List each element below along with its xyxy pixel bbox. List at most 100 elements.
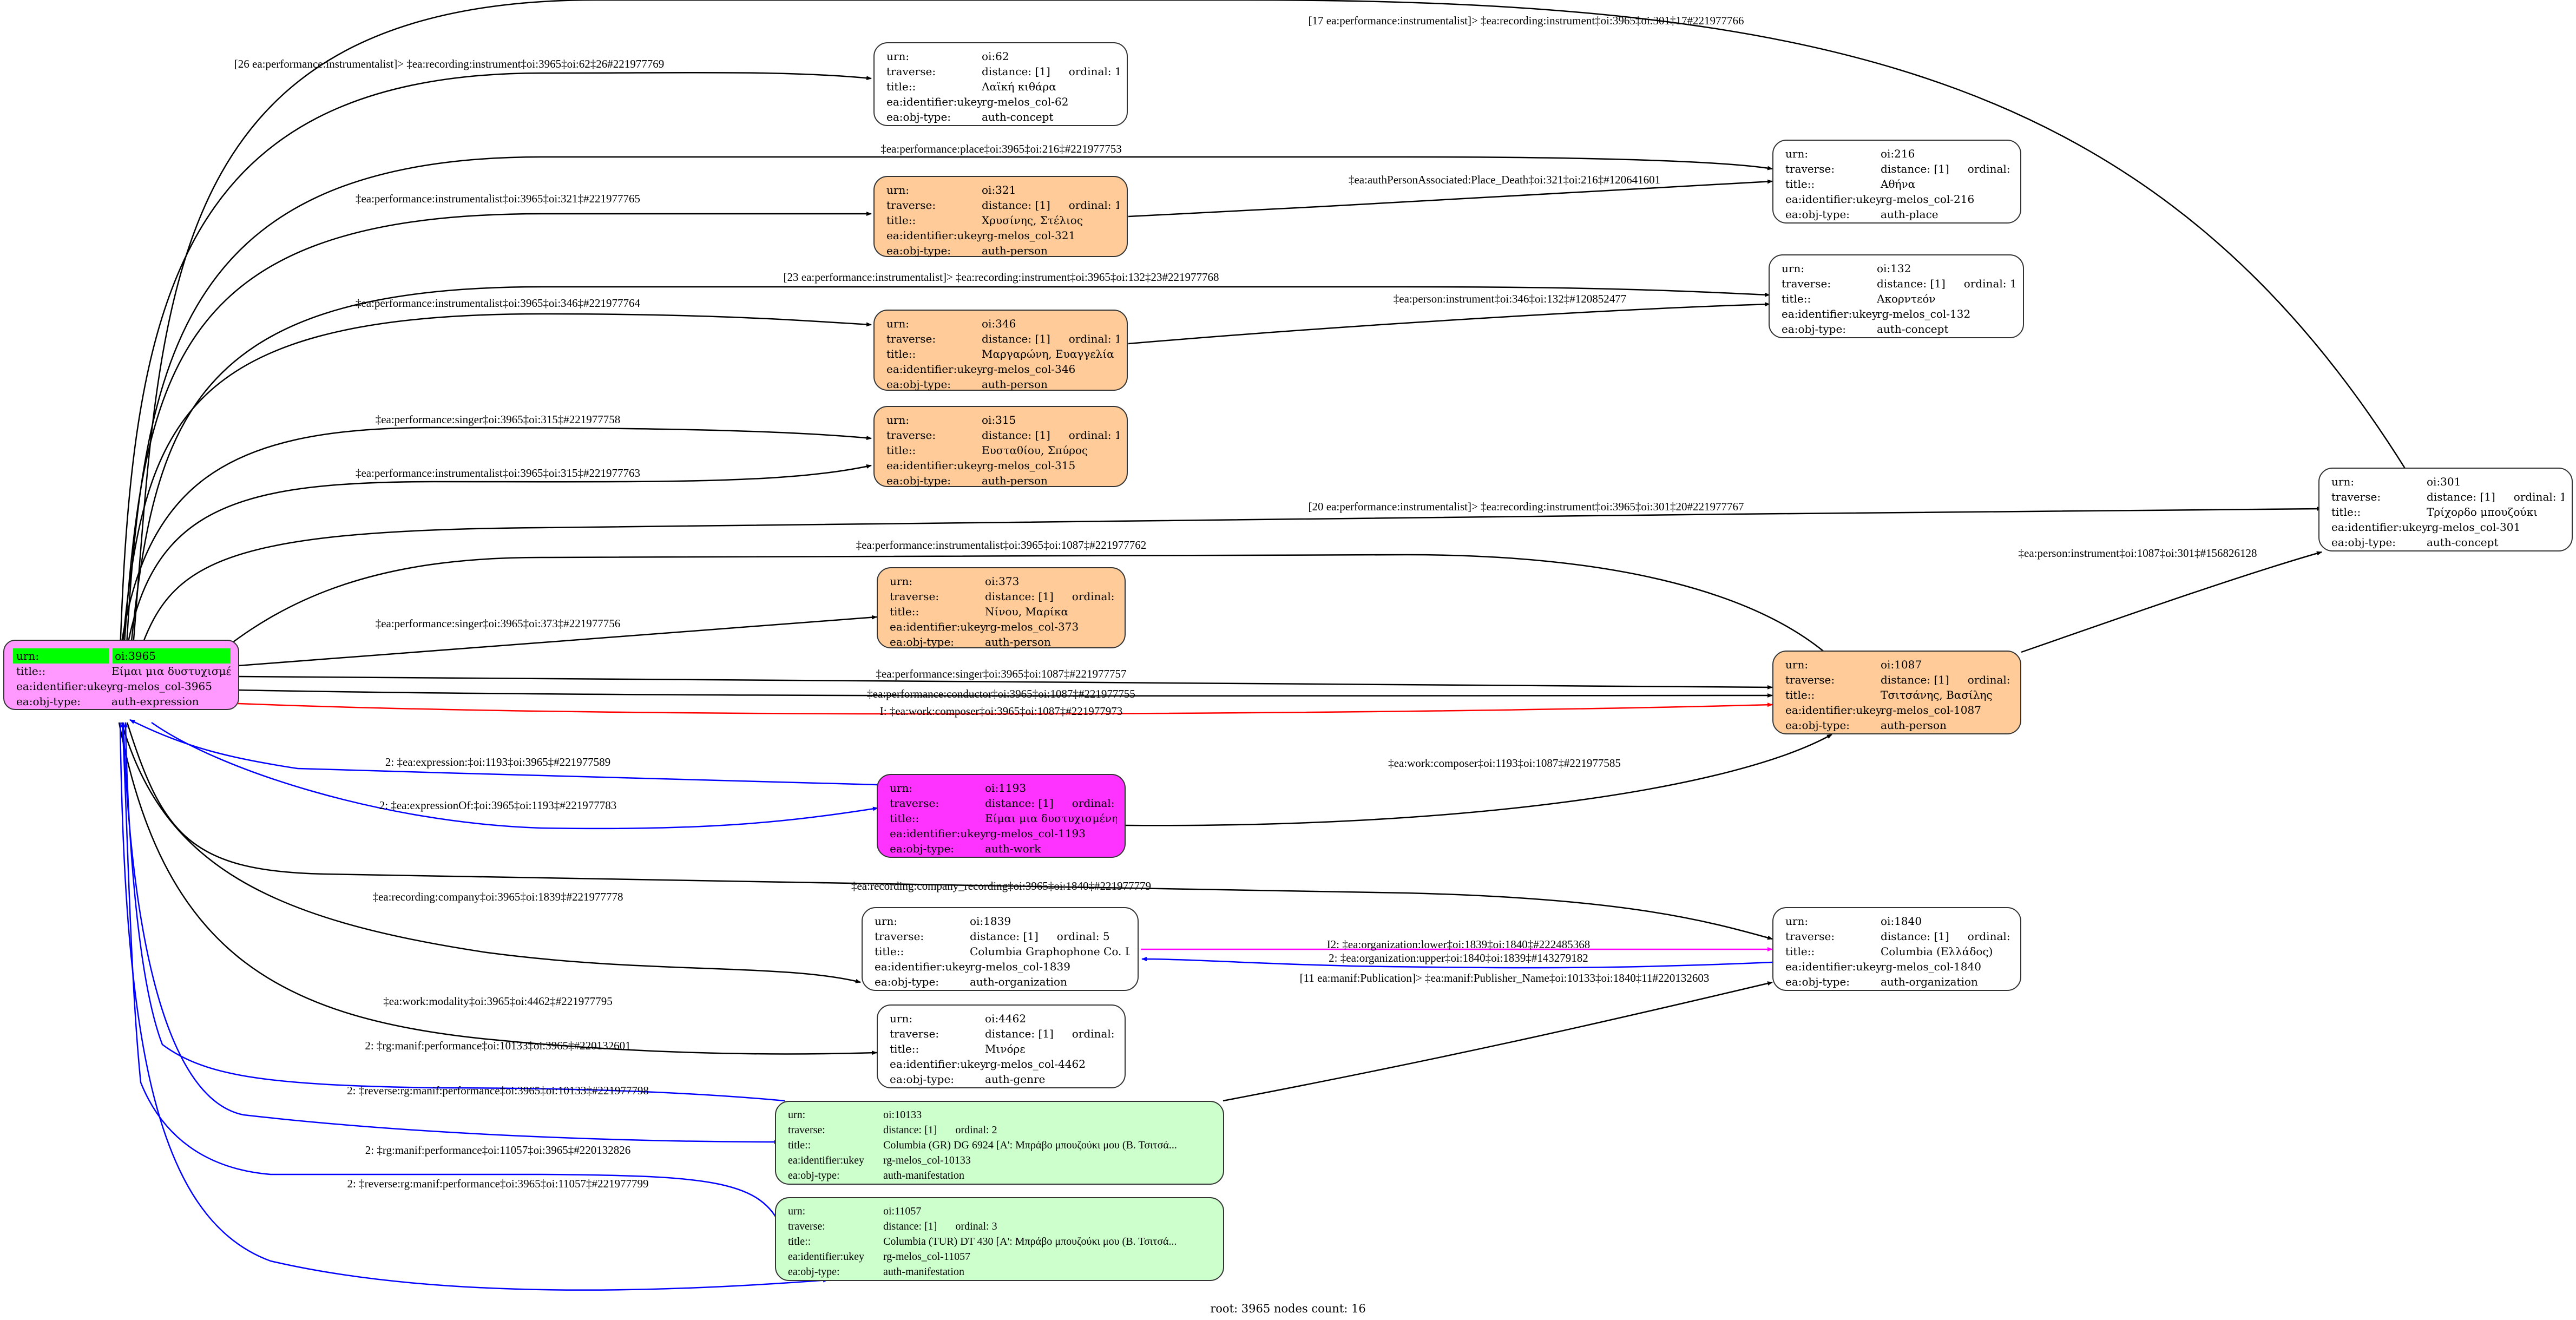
urn-text: oi:1087 xyxy=(1881,658,1922,671)
ukey-value: rg-melos_col-373 xyxy=(983,619,1117,634)
urn-text: oi:132 xyxy=(1877,262,1911,275)
edge-label: 2: ‡ea:expressionOf:‡oi:3965‡oi:1193‡#22… xyxy=(379,799,617,812)
title-value: Είμαι μια δυστυχισμένη xyxy=(983,811,1117,826)
urn-text: oi:1840 xyxy=(1881,915,1922,928)
traverse-row: traverse:distance: [1]ordinal: 10 xyxy=(883,428,1119,443)
ukey-text: rg-melos_col-3965 xyxy=(111,680,212,693)
objtype-text: auth-person xyxy=(985,635,1051,648)
urn-label: urn: xyxy=(890,575,913,588)
title-row: title::Χρυσίνης, Στέλιος xyxy=(883,213,1119,228)
title-row: title::Τρίχορδο μπουζούκι xyxy=(2328,504,2564,520)
title-value: Αθήνα xyxy=(1878,176,2013,192)
title-label: title:: xyxy=(1785,178,1815,191)
objtype-value: auth-concept xyxy=(1875,321,2015,337)
objtype-row: ea:obj-type:auth-organization xyxy=(1782,974,2013,989)
urn-text: oi:346 xyxy=(982,317,1016,330)
traverse-row: traverse:distance: [1]ordinal: 6 xyxy=(1782,161,2013,176)
title-value: Τρίχορδο μπουζούκι xyxy=(2424,504,2564,520)
objtype-label: ea:obj-type: xyxy=(875,975,939,988)
title-value: Columbia Graphophone Co. Ltd. xyxy=(968,944,1130,959)
urn-value: oi:132 xyxy=(1875,261,2015,276)
ukey-label: ea:identifier:ukey xyxy=(886,459,983,472)
edge-label: ‡ea:person:instrument‡oi:346‡oi:132‡#120… xyxy=(1393,292,1627,305)
objtype-value: auth-organization xyxy=(968,974,1130,989)
ukey-value: rg-melos_col-301 xyxy=(2424,520,2564,535)
objtype-row: ea:obj-type:auth-concept xyxy=(883,109,1119,124)
traverse-value: distance: [1]ordinal: 3 xyxy=(881,1219,1215,1234)
title-text: Αθήνα xyxy=(1881,178,1916,191)
traverse-row: traverse:distance: [1]ordinal: 2 xyxy=(785,1122,1215,1138)
ukey-text: rg-melos_col-4462 xyxy=(985,1058,1086,1071)
objtype-label: ea:obj-type: xyxy=(2331,536,2396,549)
urn-value: oi:11057 xyxy=(881,1204,1215,1219)
title-text: Είμαι μια δυστυχισμένη xyxy=(111,665,231,678)
edge-label: [20 ea:performance:instrumentalist]> ‡ea… xyxy=(1308,500,1744,513)
edge-3965-11057-reverse xyxy=(119,722,829,1291)
title-row: title::Ακορντεόν xyxy=(1778,291,2015,306)
traverse-text: distance: [1] xyxy=(985,1027,1054,1040)
edge-label: ‡ea:performance:singer‡oi:3965‡oi:1087‡#… xyxy=(876,667,1127,680)
title-text: Columbia Graphophone Co. Ltd. xyxy=(970,945,1130,958)
objtype-text: auth-manifestation xyxy=(883,1266,964,1278)
objtype-row: ea:obj-type:auth-concept xyxy=(2328,535,2564,550)
title-label: title:: xyxy=(788,1139,811,1151)
objtype-label: ea:obj-type: xyxy=(890,1073,955,1086)
traverse-value: distance: [1]ordinal: 8 xyxy=(983,1026,1117,1041)
traverse-row: traverse:distance: [1]ordinal: 9 xyxy=(886,589,1117,604)
ordinal-value: ordinal: 2 xyxy=(955,1124,997,1136)
edge-3965-1193-expressionOf xyxy=(151,721,878,830)
traverse-text: distance: [1] xyxy=(883,1124,937,1136)
objtype-label: ea:obj-type: xyxy=(1782,323,1846,336)
title-label: title:: xyxy=(788,1236,811,1247)
objtype-value: auth-genre xyxy=(983,1072,1117,1087)
objtype-row: ea:obj-type: auth-concept xyxy=(1778,321,2015,337)
traverse-text: distance: [1] xyxy=(982,332,1050,345)
objtype-row: ea:obj-type:auth-place xyxy=(1782,207,2013,222)
ukey-text: rg-melos_col-315 xyxy=(982,459,1076,472)
title-text: Μαργαρώνη, Ευαγγελία xyxy=(982,347,1114,360)
objtype-row: ea:obj-type:auth-manifestation xyxy=(785,1264,1215,1279)
objtype-label: ea:obj-type: xyxy=(1785,975,1850,988)
ukey-label: ea:identifier:ukey xyxy=(886,229,983,242)
objtype-label: ea:obj-type: xyxy=(886,244,951,257)
objtype-row: ea:obj-type:auth-person xyxy=(886,634,1117,649)
edge-label: ‡ea:performance:instrumentalist‡oi:3965‡… xyxy=(355,192,641,205)
objtype-text: auth-expression xyxy=(111,695,199,708)
traverse-label: traverse: xyxy=(886,429,936,442)
ukey-text: rg-melos_col-11057 xyxy=(883,1251,971,1263)
objtype-value: auth-place xyxy=(1878,207,2013,222)
objtype-row: ea:obj-type:auth-person xyxy=(883,473,1119,488)
ukey-value: rg-melos_col-346 xyxy=(980,362,1119,377)
urn-row: urn:oi:4462 xyxy=(886,1011,1117,1026)
title-value: Μαργαρώνη, Ευαγγελία xyxy=(980,346,1119,362)
edge-1087-301 xyxy=(2021,551,2322,653)
traverse-text: distance: [1] xyxy=(985,590,1054,603)
edge-346-132 xyxy=(1128,302,1770,345)
urn-text: oi:301 xyxy=(2427,475,2461,488)
urn-row: urn:oi:1839 xyxy=(871,914,1130,929)
traverse-label: traverse: xyxy=(890,1027,939,1040)
title-text: Μινόρε xyxy=(985,1042,1026,1055)
ukey-value: rg-melos_col-216 xyxy=(1878,192,2013,207)
title-label: title:: xyxy=(886,347,916,360)
objtype-value: auth-expression xyxy=(109,694,231,709)
objtype-value: auth-person xyxy=(983,634,1117,649)
